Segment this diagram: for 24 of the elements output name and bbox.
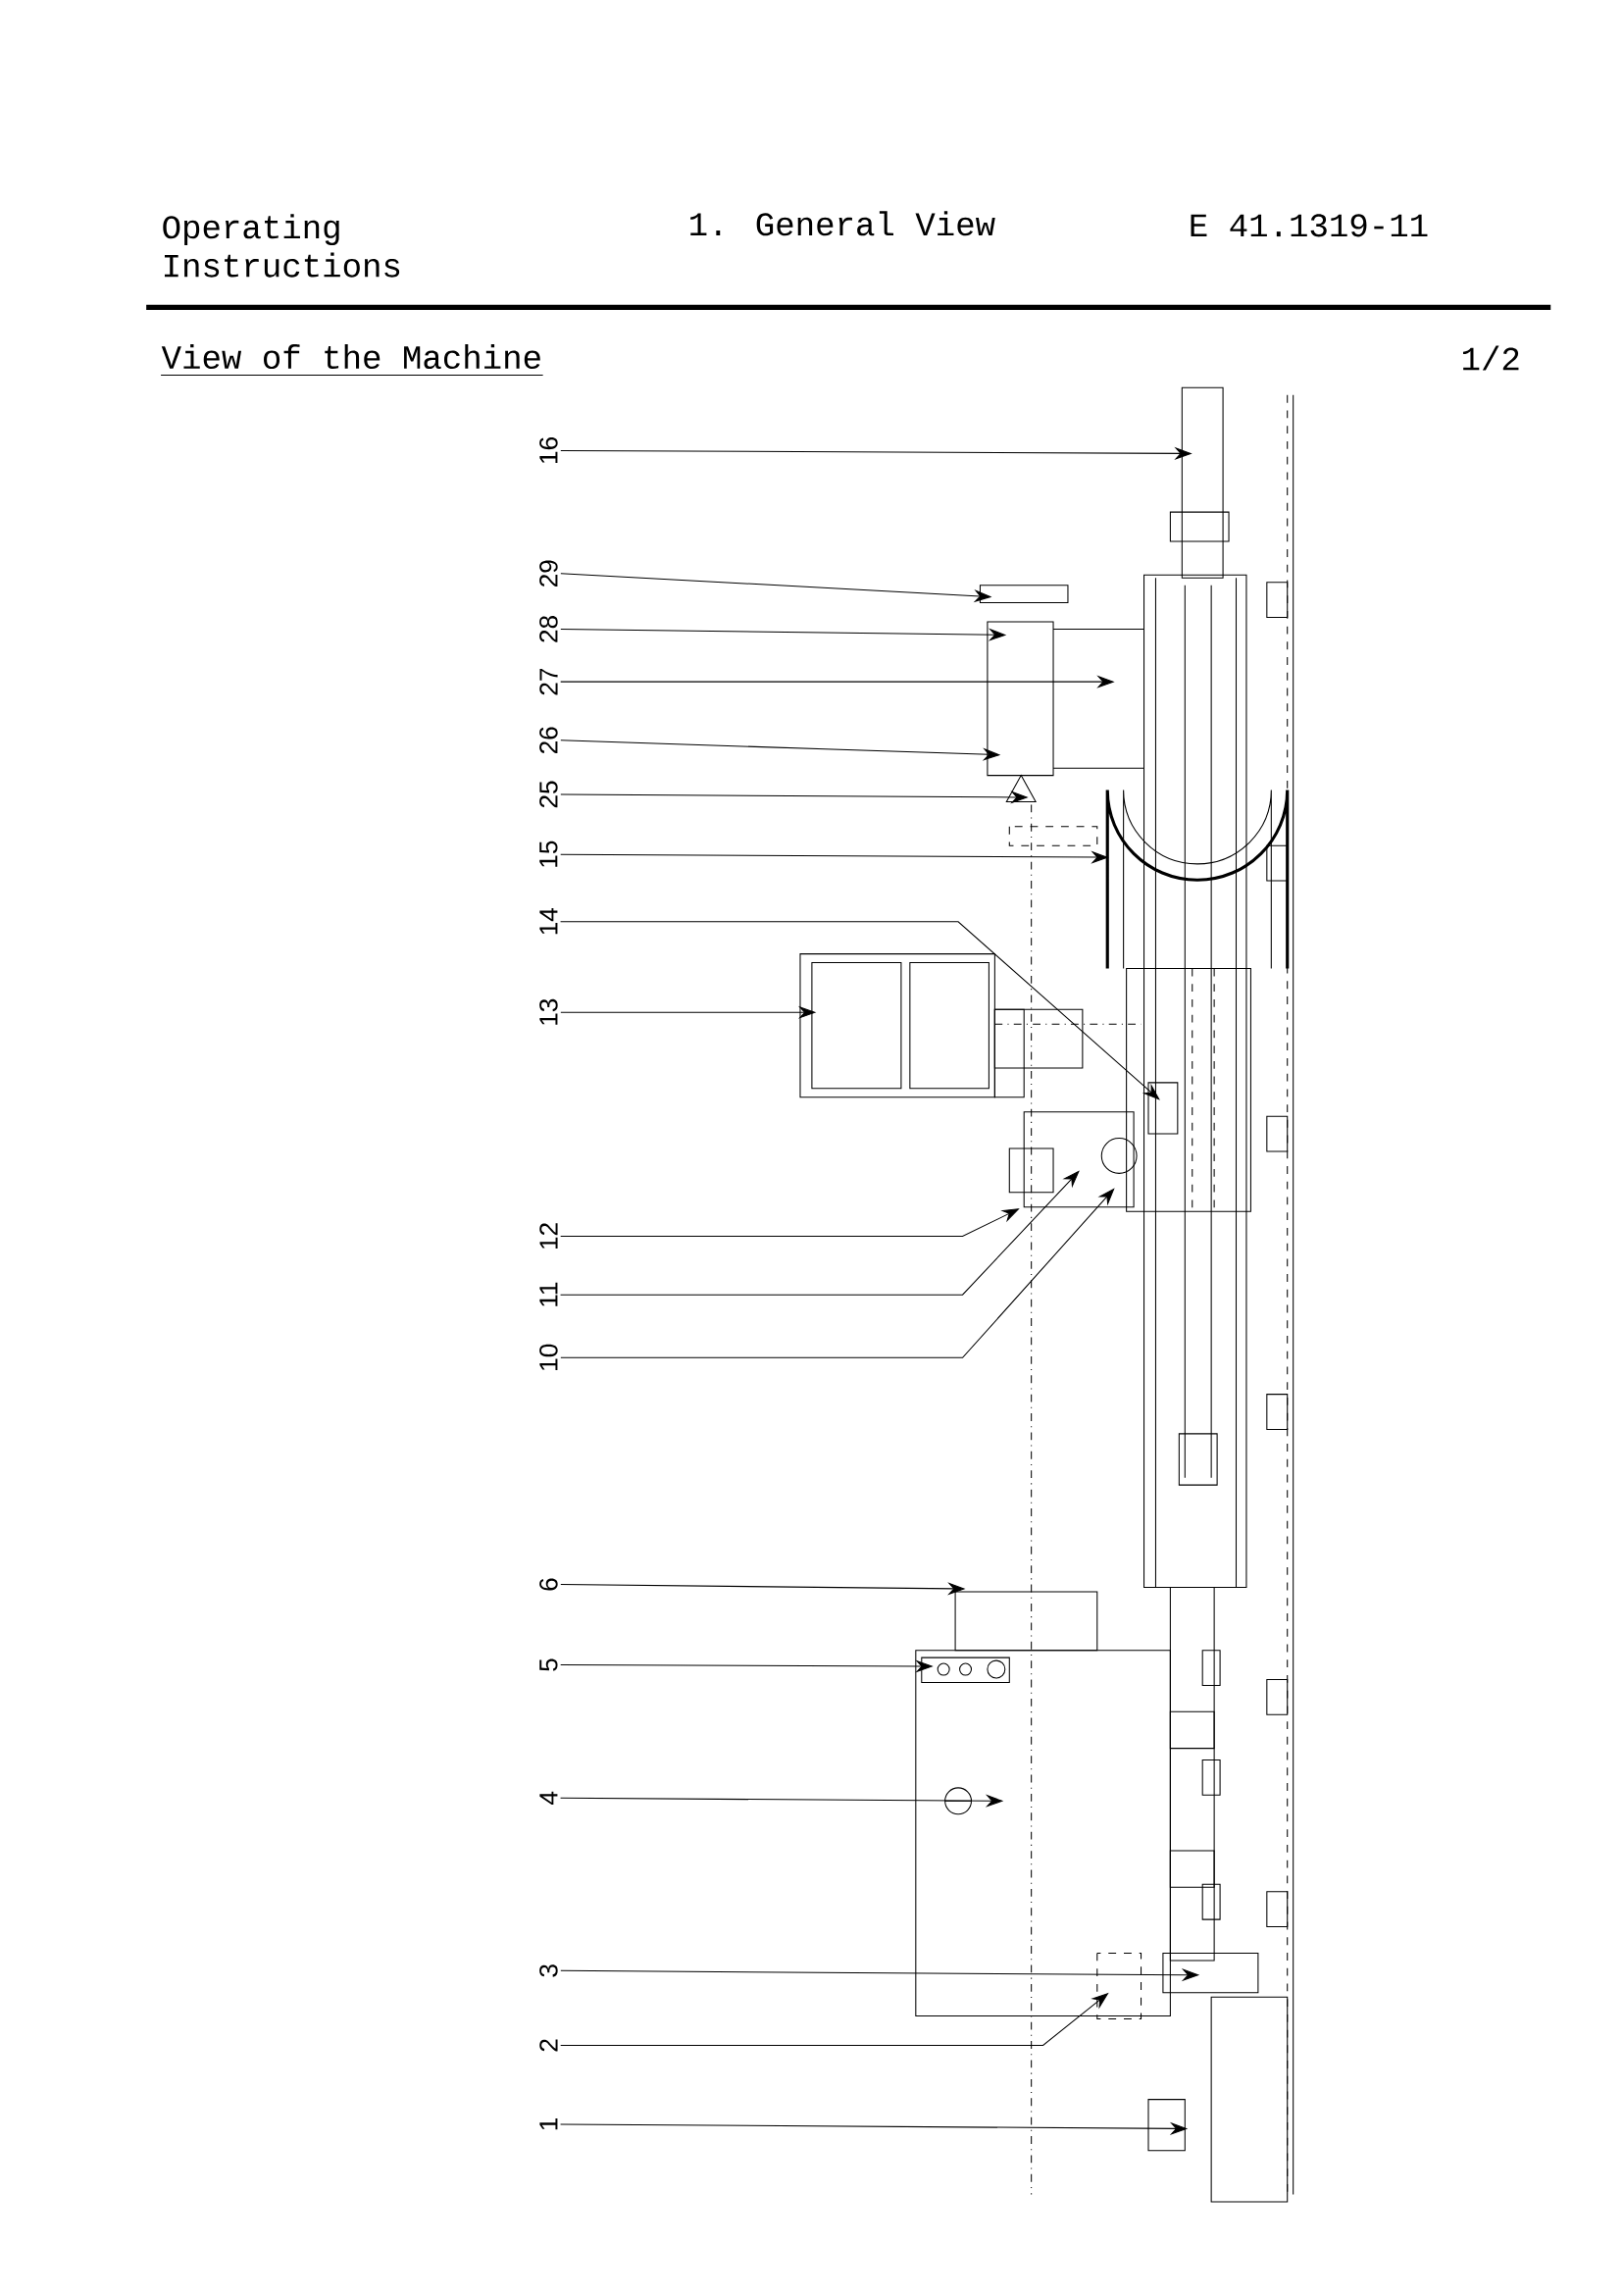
callout-number: 16: [539, 437, 558, 463]
callout-number: 6: [539, 1578, 558, 1591]
page-number: 1/2: [1463, 345, 1519, 371]
section-heading: View of the Machine: [160, 344, 544, 377]
callout-number: 3: [539, 1964, 558, 1977]
callout-number: 15: [539, 841, 558, 867]
callout-number: 13: [539, 998, 558, 1025]
callout-number: 10: [539, 1344, 558, 1370]
callout-number: 29: [539, 560, 558, 586]
callout-number: 14: [539, 908, 558, 935]
callout-number: 26: [539, 727, 558, 754]
callout-number: 2: [539, 2039, 558, 2052]
callout-number: 27: [539, 668, 558, 695]
callout-number: 4: [539, 1791, 558, 1805]
callout-number: 12: [539, 1223, 558, 1249]
callout-number: 1: [539, 2117, 558, 2130]
callout-number: 11: [539, 1282, 558, 1306]
leader-line: [560, 1188, 1115, 1358]
callout-number: 25: [539, 781, 558, 808]
page-title: 1. General View: [690, 211, 995, 236]
header-text: Operating Instructions: [163, 214, 400, 278]
callout-number: 28: [539, 616, 558, 642]
callout-number: 5: [539, 1658, 558, 1671]
document-number: E 41.1319-11: [1191, 214, 1428, 237]
